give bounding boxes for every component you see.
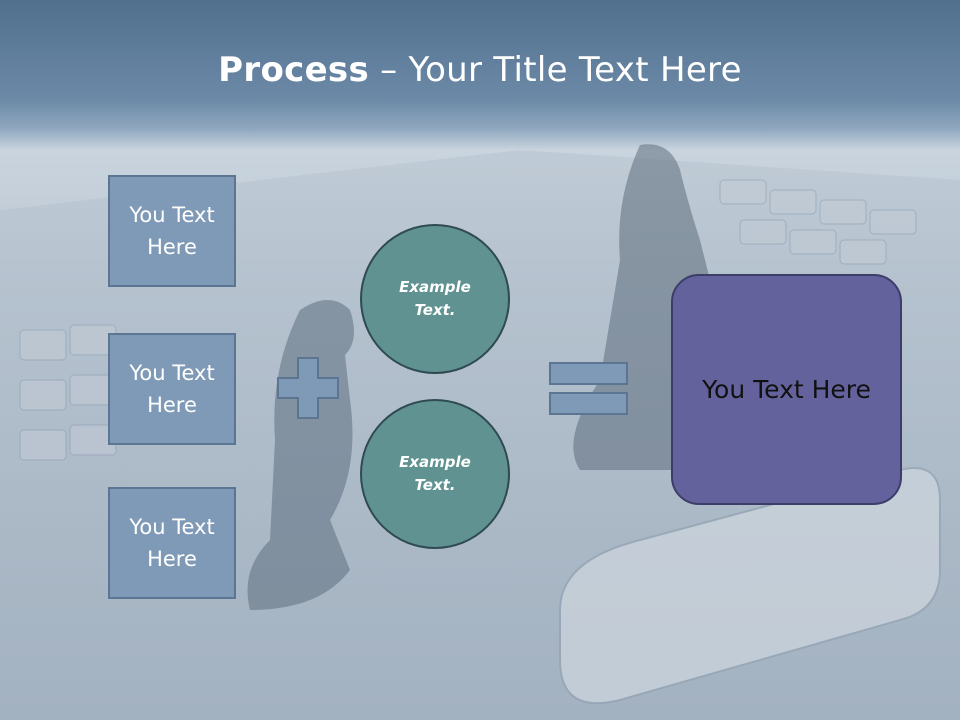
left-box-2: You Text Here bbox=[108, 333, 236, 445]
result-text: You Text Here bbox=[702, 375, 871, 404]
left-box-1: You Text Here bbox=[108, 175, 236, 287]
left-box-2-text: You Text Here bbox=[129, 361, 215, 417]
circle-2: Example Text. bbox=[360, 399, 510, 549]
left-box-1-text: You Text Here bbox=[129, 203, 215, 259]
title-bold: Process bbox=[218, 50, 370, 90]
result-box: You Text Here bbox=[671, 274, 902, 505]
title-rest: – Your Title Text Here bbox=[369, 50, 742, 90]
equals-icon bbox=[549, 362, 628, 415]
slide-title: Process – Your Title Text Here bbox=[0, 50, 960, 90]
left-box-3-text: You Text Here bbox=[129, 515, 215, 571]
circle-1-text: Example Text. bbox=[399, 278, 471, 319]
circle-1: Example Text. bbox=[360, 224, 510, 374]
left-box-3: You Text Here bbox=[108, 487, 236, 599]
circle-2-text: Example Text. bbox=[399, 453, 471, 494]
plus-icon bbox=[277, 357, 339, 419]
